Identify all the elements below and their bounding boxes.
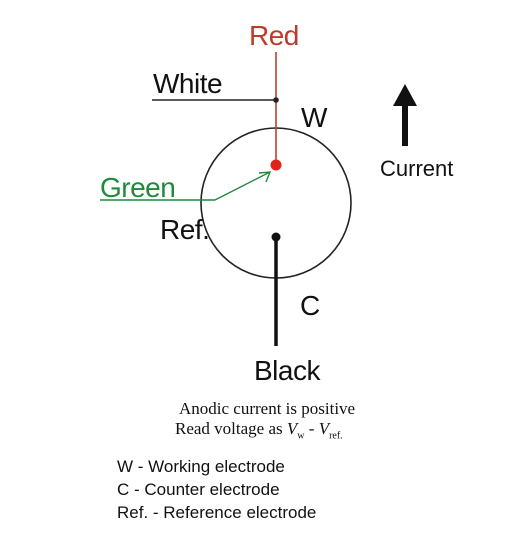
note-minus: -	[304, 419, 319, 438]
label-black: Black	[254, 355, 320, 386]
legend-item-reference: Ref. - Reference electrode	[117, 502, 317, 522]
note-vref-sub: ref.	[329, 430, 343, 442]
label-current: Current	[380, 156, 454, 181]
label-ref: Ref.	[160, 214, 210, 245]
white-junction	[273, 97, 279, 103]
working-electrode-dot	[270, 159, 282, 171]
label-white: White	[153, 68, 223, 99]
green-arrowhead	[258, 171, 272, 183]
current-arrow-icon	[393, 84, 417, 106]
label-w: W	[301, 102, 327, 133]
legend-item-counter: C - Counter electrode	[117, 479, 280, 499]
note-vref: V	[318, 419, 330, 438]
label-c: C	[300, 290, 320, 321]
note-vw-sub: w	[297, 430, 305, 442]
green-lead-diagonal	[214, 171, 271, 201]
legend: W - Working electrode C - Counter electr…	[117, 456, 316, 525]
note-voltage-prefix: Read voltage as	[175, 419, 287, 438]
note-vw: V	[286, 419, 298, 438]
label-red: Red	[249, 20, 299, 51]
note-voltage: Read voltage as Vw - Vref.	[175, 420, 343, 441]
note-anodic: Anodic current is positive	[179, 399, 356, 418]
label-green: Green	[100, 172, 176, 203]
legend-item-working: W - Working electrode	[117, 457, 285, 476]
